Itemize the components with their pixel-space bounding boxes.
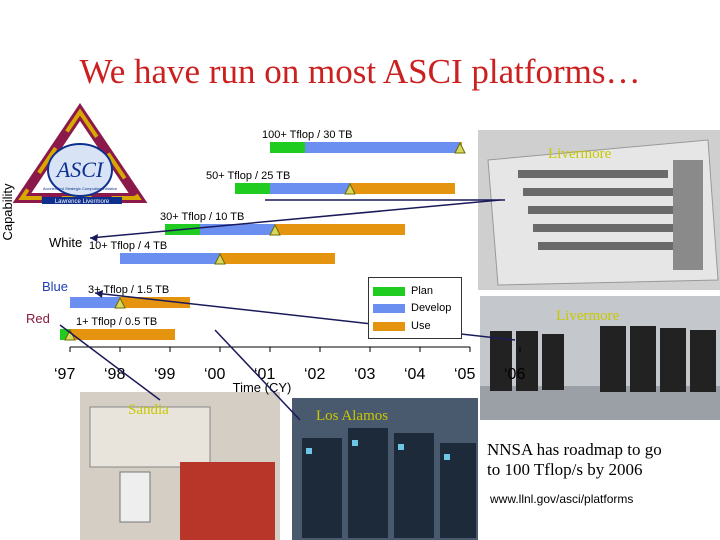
legend-item-plan: Plan — [373, 284, 459, 298]
livermore-top-photo — [478, 130, 720, 290]
milestone-marker-5 — [454, 141, 466, 154]
x-tick-label-8: ‘05 — [454, 366, 475, 383]
x-tick-label-0: ‘97 — [54, 366, 75, 383]
series-label-0: 1+ Tflop / 0.5 TB — [76, 316, 157, 328]
milestone-marker-1 — [114, 296, 126, 309]
asci-logo-letters: ASCI — [55, 157, 105, 182]
legend-swatch-develop — [373, 304, 405, 313]
legend-swatch-plan — [373, 287, 405, 296]
roadmap-note-line-1: NNSA has roadmap to go — [487, 440, 662, 459]
machine-room-floorplan-image — [478, 130, 720, 290]
x-tick-label-9: ‘06 — [504, 366, 525, 383]
los-alamos-caption: Los Alamos — [316, 408, 389, 424]
legend-item-develop: Develop — [373, 301, 459, 315]
slide-title: We have run on most ASCI platforms… — [79, 52, 641, 91]
milestone-marker-4 — [344, 182, 356, 195]
server-racks-image — [480, 296, 720, 420]
x-tick-label-2: ‘99 — [154, 366, 175, 383]
x-tick-label-4: ‘01 — [254, 366, 275, 383]
bar-use-3 — [275, 224, 405, 235]
series-label-3: 30+ Tflop / 10 TB — [160, 211, 244, 223]
bar-plan-5 — [270, 142, 305, 153]
bar-develop-5 — [305, 142, 460, 153]
series-label-2: 10+ Tflop / 4 TB — [89, 240, 167, 252]
series-label-5: 100+ Tflop / 30 TB — [262, 129, 352, 141]
bar-use-1 — [120, 297, 190, 308]
legend-item-use: Use — [373, 319, 459, 333]
y-axis-label: Capability — [0, 183, 15, 241]
legend-swatch-use — [373, 322, 405, 331]
roadmap-note-line-2: to 100 Tflop/s by 2006 — [487, 460, 643, 479]
x-tick-label-5: ‘02 — [304, 366, 325, 383]
livermore-bottom-photo — [480, 296, 720, 420]
sandia-photo — [80, 392, 280, 540]
series-name-2: White — [49, 235, 82, 250]
asci-logo-top-text: Accelerated Strategic Computing Initiati… — [43, 186, 118, 191]
livermore-top-caption: Livermore — [548, 146, 612, 162]
livermore-bottom-caption: Livermore — [556, 308, 620, 324]
chart-legend: Plan Develop Use — [368, 277, 462, 339]
series-label-4: 50+ Tflop / 25 TB — [206, 170, 290, 182]
sandia-machine-image — [80, 392, 280, 540]
los-alamos-machine-image — [292, 398, 478, 540]
milestone-marker-2 — [214, 252, 226, 265]
x-tick-label-3: ‘00 — [204, 366, 225, 383]
sandia-caption: Sandia — [128, 402, 169, 418]
x-tick-label-1: ‘98 — [104, 366, 125, 383]
bar-use-0 — [70, 329, 175, 340]
legend-label-use: Use — [411, 320, 431, 332]
milestone-marker-3 — [269, 223, 281, 236]
roadmap-note: NNSA has roadmap to go to 100 Tflop/s by… — [487, 440, 662, 480]
x-axis-label: Time (CY) — [233, 380, 292, 395]
series-name-0: Red — [26, 311, 50, 326]
bar-plan-4 — [235, 183, 270, 194]
bar-develop-1 — [70, 297, 120, 308]
bar-use-2 — [220, 253, 335, 264]
pointer-blue-head — [95, 290, 103, 298]
bar-plan-0 — [60, 329, 70, 340]
pointer-white — [89, 199, 501, 239]
platforms-url[interactable]: www.llnl.gov/asci/platforms — [490, 492, 634, 506]
los-alamos-photo — [292, 398, 478, 540]
asci-logo-bottom-text: Lawrence Livermore — [55, 199, 110, 205]
pointer-los-alamos — [214, 329, 301, 421]
series-name-1: Blue — [42, 279, 68, 294]
bar-develop-3 — [200, 224, 275, 235]
pointer-red — [59, 324, 161, 401]
pointer-white-head — [90, 234, 98, 242]
bar-develop-2 — [120, 253, 220, 264]
x-tick-label-7: ‘04 — [404, 366, 425, 383]
series-label-1: 3+ Tflop / 1.5 TB — [88, 284, 169, 296]
bar-use-4 — [350, 183, 455, 194]
asci-logo: ASCI Accelerated Strategic Computing Ini… — [12, 103, 148, 205]
bar-develop-4 — [270, 183, 350, 194]
legend-label-plan: Plan — [411, 285, 434, 297]
x-tick-label-6: ‘03 — [354, 366, 375, 383]
legend-label-develop: Develop — [411, 302, 452, 314]
